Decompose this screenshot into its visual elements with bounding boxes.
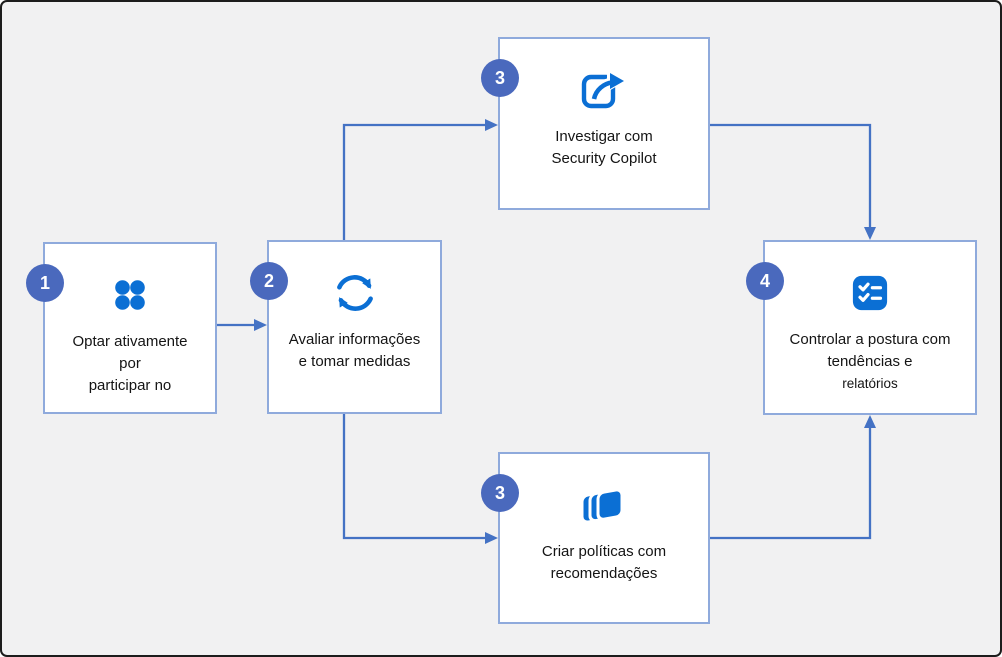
step-box-manage-posture: 4 Controlar a postura com tendências e r…: [746, 240, 977, 415]
step-label-line: Security Copilot: [551, 150, 657, 167]
step-number-badge: 1: [26, 264, 64, 302]
step-box-create-policies: 3 Criar políticas com recomendações: [481, 452, 710, 624]
step-label-line: tendências e: [827, 353, 913, 370]
step-box-evaluate: 2 Avaliar informações e tomar medidas: [250, 240, 442, 414]
step-label-line: participar no: [88, 377, 172, 394]
share-arrow-icon: [581, 61, 627, 119]
step-number-badge: 3: [481, 474, 519, 512]
sync-arrows-icon: [330, 264, 380, 322]
step-label-line: Investigar com: [555, 128, 653, 145]
step-number-badge: 4: [746, 262, 784, 300]
step-label-line: Criar políticas com: [541, 543, 667, 560]
step-label-line: Avaliar informações: [288, 331, 421, 348]
step-number-badge: 2: [250, 262, 288, 300]
step-label-line: Optar ativamente: [72, 333, 188, 350]
step-number-badge: 3: [481, 59, 519, 97]
step-label-line: recomendações: [550, 565, 658, 582]
dots-grid-icon: [112, 266, 148, 324]
step-label-line: Controlar a postura com: [789, 331, 951, 348]
step-label-line: e tomar medidas: [298, 353, 411, 370]
step-box-opt-in: 1 Optar ativamente por participar no: [26, 242, 217, 414]
stacked-layers-icon: [580, 476, 628, 534]
step-label-line: relatórios: [842, 376, 898, 391]
step-box-investigate: 3 Investigar com Security Copilot: [481, 37, 710, 210]
step-label-line: por: [119, 355, 141, 372]
checklist-icon: [851, 264, 889, 322]
